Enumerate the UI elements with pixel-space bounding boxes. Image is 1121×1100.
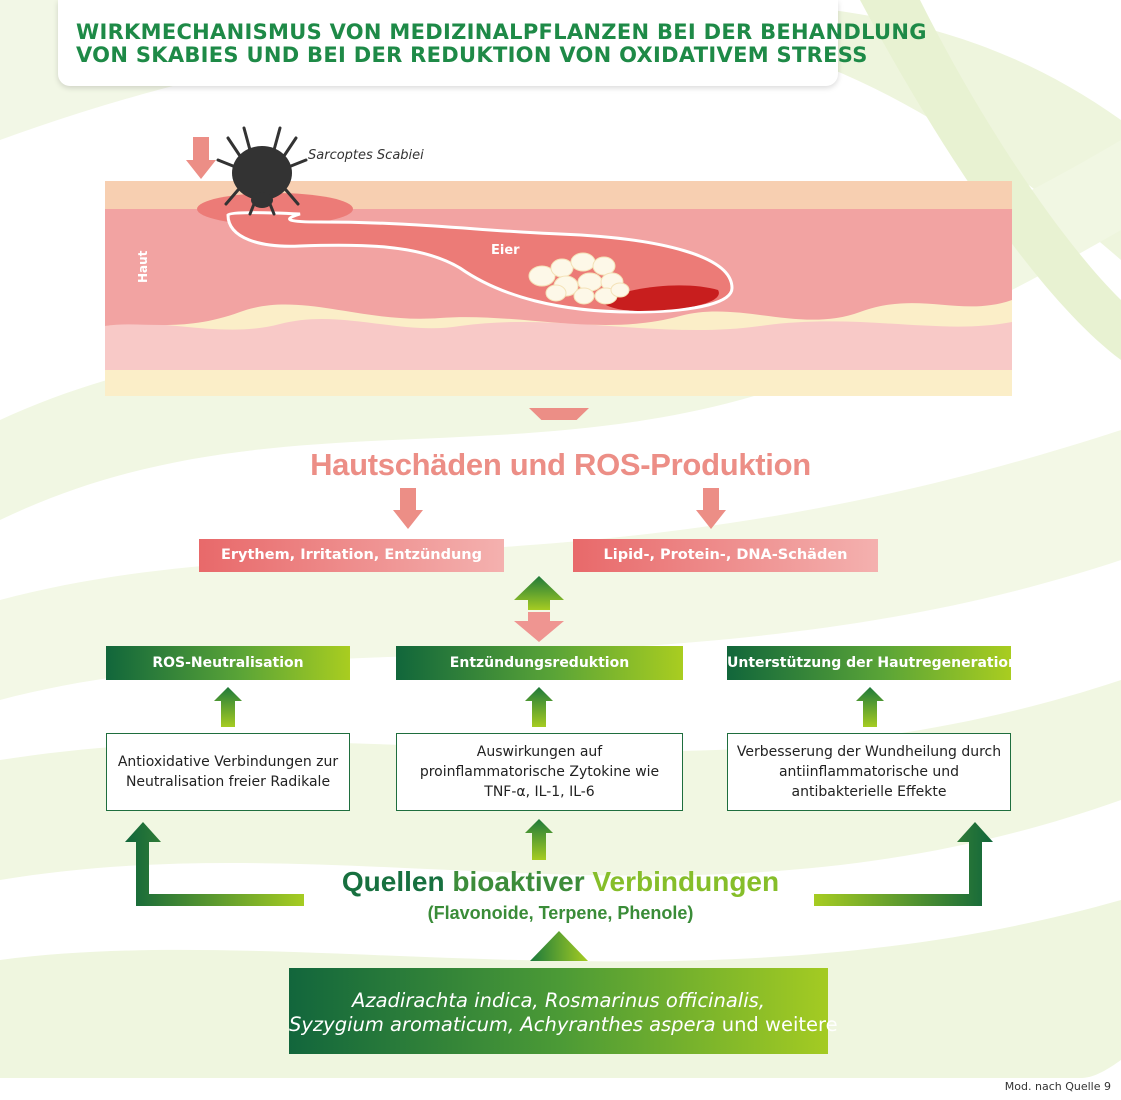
skin-layer-hypodermis [105, 318, 1012, 370]
triangle-up-icon [530, 931, 588, 961]
title-box [58, 0, 838, 86]
mechanism-bar-ros: ROS-Neutralisation [106, 646, 350, 680]
mite-icon [216, 126, 308, 216]
arrow-up-icon [525, 687, 553, 727]
mechanism-desc-regeneration-text: Verbesserung der Wundheilung durch antii… [736, 744, 1002, 800]
page-title-line2: VON SKABIES UND BEI DER REDUKTION VON OX… [76, 43, 868, 67]
sources-subtitle: (Flavonoide, Terpene, Phenole) [427, 903, 694, 923]
arrow-down-icon [696, 488, 726, 529]
mechanism-desc-ros: Antioxidative Verbindungen zur Neutralis… [106, 733, 350, 811]
mechanism-desc-regeneration: Verbesserung der Wundheilung durch antii… [727, 733, 1011, 811]
skin-illustration [105, 126, 1012, 420]
burrow-blood [600, 285, 719, 311]
sources-title: Quellen bioaktiver Verbindungen [0, 866, 1121, 898]
plant-species-box [289, 968, 828, 1054]
arrow-down-icon [393, 488, 423, 529]
effect-right-bar: Lipid-, Protein-, DNA-Schäden [573, 539, 878, 572]
damage-headline: Hautschäden und ROS-Produktion [310, 447, 811, 482]
arrow-up-icon [214, 687, 242, 727]
double-arrow-icon [514, 576, 564, 642]
plant-species-line2: Syzygium aromaticum, Achyranthes aspera … [289, 1013, 838, 1036]
plant-species-line2-suffix: und weitere [721, 1013, 838, 1036]
arrow-down-icon [186, 137, 216, 179]
plant-species-line1: Azadirachta indica, Rosmarinus officinal… [289, 989, 828, 1012]
source-footnote: Mod. nach Quelle 9 [1004, 1080, 1111, 1093]
sources-title-part2: bioaktiver [452, 866, 585, 897]
egg-cluster [528, 252, 630, 305]
eggs-label: Eier [491, 243, 520, 258]
triangle-down-icon [529, 408, 589, 420]
sources-title-part1: Quellen [341, 866, 445, 897]
mite-label: Sarcoptes Scabiei [308, 148, 424, 163]
elbow-arrow-icon [814, 822, 993, 906]
sources-title-part3: Verbindungen [592, 866, 780, 897]
page-title-line1: WIRKMECHANISMUS VON MEDIZINALPFLANZEN BE… [76, 20, 927, 44]
arrow-up-icon [856, 687, 884, 727]
mechanism-bar-inflammation: Entzündungsreduktion [396, 646, 683, 680]
arrow-up-icon [525, 819, 553, 860]
mechanism-desc-inflammation-text: Auswirkungen auf proinflammatorische Zyt… [419, 744, 660, 800]
effect-left-bar: Erythem, Irritation, Entzündung [199, 539, 504, 572]
mechanism-bar-regeneration: Unterstützung der Hautregeneration [727, 646, 1018, 680]
elbow-arrow-icon [125, 822, 304, 906]
mechanism-desc-ros-text: Antioxidative Verbindungen zur Neutralis… [117, 754, 339, 790]
mechanism-desc-inflammation: Auswirkungen auf proinflammatorische Zyt… [396, 733, 683, 811]
plant-species-line1-text: Azadirachta indica, Rosmarinus officinal… [352, 989, 765, 1012]
plant-species-line2-text: Syzygium aromaticum, Achyranthes aspera [289, 1013, 716, 1036]
